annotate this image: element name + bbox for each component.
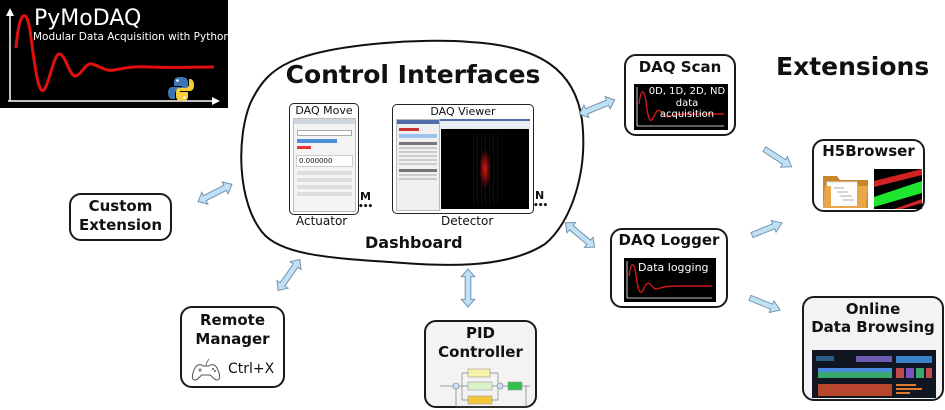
h5browser-box[interactable]: H5Browser [812,139,925,212]
actuator-value-readout: 0.000000 [296,155,353,167]
damped-signal-graphic [626,261,712,299]
daq-viewer-image [441,129,529,209]
daq-move-window[interactable]: DAQ Move 0.000000 [289,103,359,215]
python-logo-icon [168,77,194,101]
dashboard-label: Dashboard [365,233,463,252]
arrow-daqscan-h5browser [760,143,796,173]
logo-tagline: Modular Data Acquisition with Python [33,31,231,43]
online-data-browsing-box[interactable]: Online Data Browsing [802,296,944,401]
pymodaq-logo: PyMoDAQ Modular Data Acquisition with Py… [0,0,231,108]
h5browser-image-preview [874,169,922,209]
custom-extension-box[interactable]: Custom Extension [69,193,172,241]
online-browsing-title-line1: Online [845,300,901,318]
daq-move-ui: 0.000000 [293,118,356,212]
arrow-dashboard-pid [460,268,476,308]
logo-name: PyMoDAQ [34,6,142,31]
folder-icon [823,176,868,208]
dashboard-preview-image [812,350,936,398]
daq-viewer-title: DAQ Viewer [430,105,496,118]
arrow-dashboard-remote [272,255,306,295]
arrow-dashboard-custom [194,177,236,209]
remote-manager-box[interactable]: Remote Manager Ctrl+X [180,306,285,388]
actuator-caption: Actuator [296,214,348,228]
damped-signal-graphic [636,87,724,127]
daq-viewer-settings-panel [396,119,440,211]
gamepad-icon [191,358,221,381]
remote-manager-title-line1: Remote [199,311,265,329]
daq-scan-title: DAQ Scan [638,58,722,76]
control-interfaces-title: Control Interfaces [285,60,541,89]
detector-ellipsis: ••• [533,201,548,211]
actuator-ellipsis: ••• [358,202,373,212]
online-browsing-title-line2: Data Browsing [811,318,935,336]
pid-controller-box[interactable]: PID Controller [424,320,537,408]
detector-multiplicity: N [535,189,545,202]
pid-controller-title-line1: PID [465,324,496,342]
arrow-daqlogger-online [747,291,783,317]
daq-move-title: DAQ Move [295,104,353,117]
daq-viewer-window[interactable]: DAQ Viewer [392,104,534,214]
arrow-dashboard-daqscan [576,93,618,121]
daq-logger-title: DAQ Logger [618,231,720,249]
daq-logger-plot: Data logging [624,258,716,302]
pid-controller-title-line2: Controller [438,343,523,361]
detector-caption: Detector [441,214,494,228]
daq-logger-box[interactable]: DAQ Logger Data logging [610,228,728,308]
custom-extension-title-line2: Extension [79,216,162,234]
h5browser-title: H5Browser [822,142,915,160]
daq-viewer-toolbar [440,119,530,129]
daq-scan-box[interactable]: DAQ Scan 0D, 1D, 2D, ND data acquisition [624,54,736,136]
daq-logger-caption: Data logging [638,261,709,274]
remote-manager-title-line2: Manager [195,330,270,348]
pid-block-diagram [440,368,530,408]
extensions-heading: Extensions [776,52,930,81]
daq-scan-plot: 0D, 1D, 2D, ND data acquisition [634,84,728,130]
remote-manager-shortcut: Ctrl+X [228,361,275,377]
daq-scan-caption: 0D, 1D, 2D, ND data acquisition [648,86,726,120]
actuator-multiplicity: M [360,190,371,203]
custom-extension-title-line1: Custom [88,197,153,215]
damped-signal-graphic [6,8,220,105]
arrow-dashboard-daqlogger [560,217,600,253]
arrow-daqlogger-h5browser [749,216,785,242]
